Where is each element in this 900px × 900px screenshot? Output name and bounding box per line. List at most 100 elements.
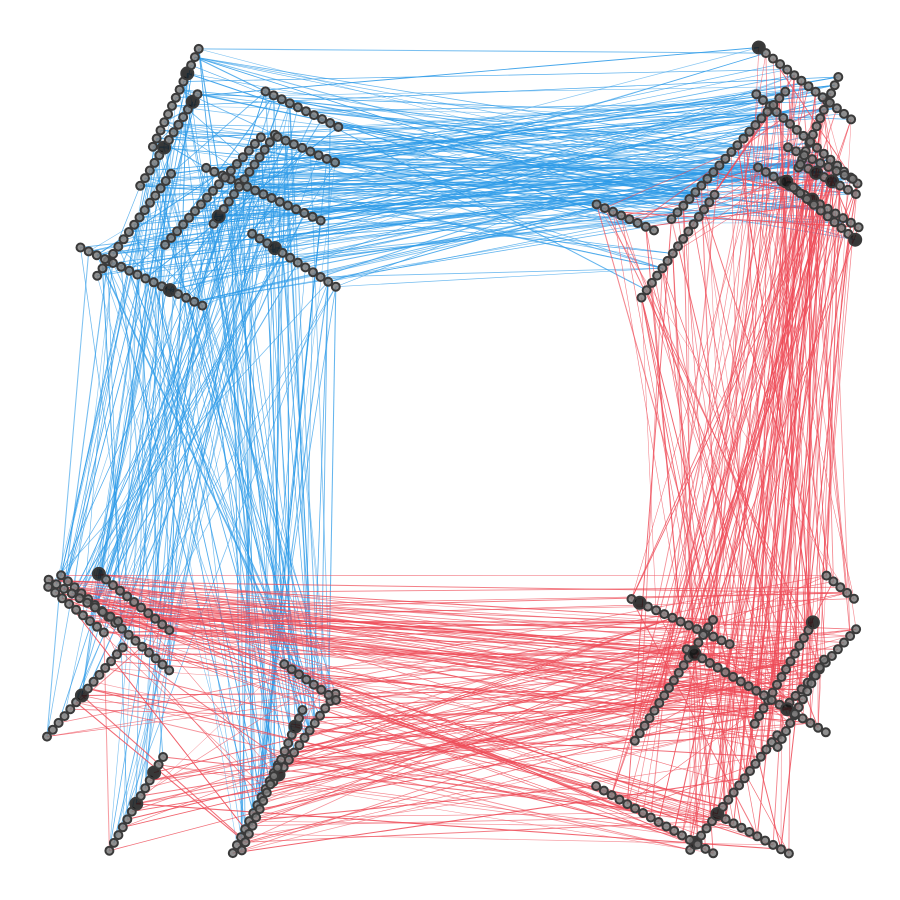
- graph-node: [269, 771, 279, 782]
- graph-node: [276, 94, 287, 105]
- graph-edge: [55, 193, 235, 585]
- graph-edge: [74, 586, 851, 637]
- graph-node: [280, 135, 291, 146]
- graph-node: [308, 679, 319, 690]
- graph-edge: [604, 151, 732, 209]
- graph-edge: [155, 657, 811, 724]
- graph-edge: [136, 772, 274, 805]
- graph-edge: [218, 183, 790, 187]
- graph-node: [265, 779, 276, 790]
- graph-node: [798, 130, 809, 141]
- graph-edge: [222, 175, 715, 196]
- graph-node: [704, 658, 715, 668]
- graph-node: [799, 150, 810, 161]
- graph-node: [66, 588, 77, 599]
- graph-edge: [87, 688, 729, 801]
- graph-hub-node: [848, 232, 863, 247]
- graph-edge: [830, 159, 851, 637]
- graph-node: [144, 165, 155, 176]
- graph-node: [669, 825, 680, 836]
- graph-edge: [81, 592, 262, 798]
- graph-edge: [655, 610, 790, 854]
- graph-edge: [269, 84, 835, 143]
- graph-node: [808, 199, 819, 210]
- graph-node: [697, 653, 708, 664]
- graph-edge: [240, 157, 260, 838]
- graph-edge: [96, 103, 291, 627]
- graph-node: [101, 574, 111, 585]
- graph-edge: [135, 103, 291, 804]
- graph-edge: [294, 682, 808, 754]
- graph-node: [644, 713, 655, 724]
- graph-node: [173, 119, 184, 130]
- graph-edge: [306, 679, 734, 824]
- graph-node: [113, 616, 124, 627]
- graph-node: [279, 659, 290, 670]
- graph-edge: [136, 274, 163, 625]
- graph-edge: [338, 126, 696, 193]
- graph-node: [591, 781, 602, 792]
- graph-node: [75, 242, 86, 253]
- graph-node: [244, 166, 255, 177]
- graph-edge: [712, 111, 768, 620]
- graph-node: [821, 570, 832, 581]
- graph-edge: [236, 575, 827, 846]
- graph-node: [136, 602, 147, 613]
- graph-edge: [335, 267, 663, 288]
- graph-node: [803, 81, 814, 92]
- graph-node: [835, 582, 846, 593]
- graph-edge: [116, 157, 244, 655]
- graph-node: [662, 255, 673, 266]
- graph-node: [634, 728, 645, 739]
- graph-node: [756, 113, 767, 124]
- graph-edge: [122, 146, 154, 828]
- graph-edge: [249, 676, 734, 822]
- graph-edge: [297, 215, 622, 264]
- graph-node: [163, 135, 174, 145]
- graph-node: [282, 200, 293, 211]
- graph-node: [227, 848, 238, 859]
- graph-edge: [688, 208, 829, 658]
- graph-edge: [291, 635, 851, 670]
- graph-node: [113, 830, 124, 841]
- graph-edge: [748, 181, 782, 687]
- graph-node: [795, 159, 806, 170]
- graph-edge: [273, 781, 683, 836]
- graph-edge: [259, 706, 799, 810]
- graph-node: [94, 669, 105, 680]
- graph-node: [850, 189, 861, 200]
- graph-node: [640, 221, 651, 232]
- graph-edge: [162, 624, 706, 634]
- graph-edge: [108, 606, 648, 618]
- graph-edge: [713, 171, 801, 194]
- graph-edge: [330, 700, 707, 829]
- graph-node: [823, 162, 834, 172]
- graph-edge: [620, 215, 734, 824]
- graph-node: [294, 669, 304, 680]
- graph-node: [678, 233, 689, 244]
- graph-node: [701, 823, 712, 834]
- graph-node: [802, 686, 813, 697]
- graph-edge: [122, 107, 299, 828]
- graph-edge: [703, 209, 827, 576]
- graph-edge: [641, 297, 782, 850]
- graph-edge: [131, 698, 803, 813]
- graph-node: [150, 190, 161, 201]
- graph-edge: [105, 667, 734, 824]
- graph-edge: [141, 286, 337, 647]
- graph-node: [797, 694, 808, 705]
- graph-edge: [658, 159, 813, 704]
- graph-node: [636, 292, 647, 303]
- graph-edge: [260, 137, 285, 665]
- graph-node: [717, 801, 728, 812]
- graph-node: [181, 292, 192, 303]
- graph-edge: [681, 183, 858, 836]
- graph-node: [239, 174, 250, 185]
- graph-node: [690, 187, 701, 198]
- graph-node: [751, 89, 762, 100]
- graph-node: [839, 637, 849, 648]
- graph-edge: [136, 803, 782, 850]
- graph-node: [828, 576, 839, 587]
- graph-node: [780, 86, 791, 97]
- graph-edge: [158, 155, 170, 631]
